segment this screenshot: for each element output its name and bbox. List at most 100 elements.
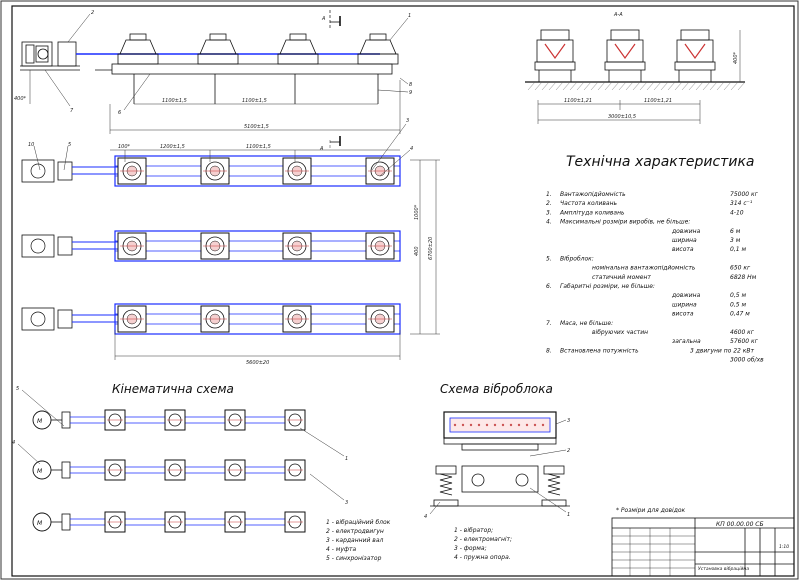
ground-hatch bbox=[632, 81, 641, 91]
spec-value: 650 кг bbox=[730, 265, 751, 272]
fill-dot bbox=[509, 423, 513, 427]
kin-row: M bbox=[32, 459, 306, 481]
ground-hatch bbox=[667, 81, 676, 91]
dim-plan-total: 5600±20 bbox=[246, 360, 269, 366]
ground-hatch bbox=[639, 81, 648, 91]
ground-hatch bbox=[576, 81, 585, 91]
kin-callout-4: 4 bbox=[12, 440, 15, 446]
callout-9: 9 bbox=[409, 90, 412, 96]
aa-unit-base bbox=[604, 61, 646, 71]
ground-hatch bbox=[590, 81, 599, 91]
spec-value: 3000 об/хв bbox=[730, 357, 764, 364]
ground-hatch bbox=[653, 81, 662, 91]
ground-hatch bbox=[541, 81, 550, 91]
aa-unit-mark bbox=[544, 43, 566, 60]
ground-hatch bbox=[534, 81, 543, 91]
ground-hatch bbox=[527, 81, 536, 91]
ground-hatch bbox=[548, 81, 557, 91]
fill-dot bbox=[533, 423, 537, 427]
callout-4-plan: 4 bbox=[410, 146, 413, 152]
dim-side-total: 6700±20 bbox=[428, 237, 434, 260]
kinematic-title: Кінематична схема bbox=[112, 382, 234, 396]
aa-unit-mark bbox=[684, 43, 706, 60]
spec-label: Віброблок: bbox=[560, 255, 594, 262]
spec-value: 0,47 м bbox=[730, 311, 750, 318]
aa-unit-base bbox=[534, 61, 576, 71]
callout-1-top: 1 bbox=[408, 13, 411, 19]
plan-row bbox=[21, 230, 401, 262]
spec-value: 6828 Нм bbox=[730, 274, 757, 281]
spec-value: 4-10 bbox=[730, 209, 744, 216]
aa-unit-top bbox=[540, 29, 570, 41]
title-block bbox=[611, 517, 795, 577]
spec-number: 7. bbox=[546, 320, 552, 327]
dim-plan-pitch-a: 1200±1,5 bbox=[160, 144, 185, 150]
motor-letter: M bbox=[37, 520, 43, 527]
fill-dot bbox=[525, 423, 529, 427]
dim-edge: 100* bbox=[118, 144, 131, 150]
ground-hatch bbox=[618, 81, 627, 91]
callout-10: 10 bbox=[28, 142, 34, 148]
spec-value: 3 двигуни по 22 кВт bbox=[690, 347, 755, 354]
fill-dot bbox=[501, 423, 505, 427]
ground-hatch bbox=[702, 81, 711, 91]
kin-callout-5: 5 bbox=[16, 386, 19, 392]
kin-legend-item: 3 - карданний вал bbox=[326, 537, 383, 544]
spec-number: 2. bbox=[546, 200, 552, 207]
dim-aa-total: 3000±10,5 bbox=[608, 114, 636, 120]
ground-hatch bbox=[583, 81, 592, 91]
dim-motor-h: 400* bbox=[14, 96, 27, 102]
vibro-callout-2: 2 bbox=[567, 448, 570, 454]
callout-3-plan: 3 bbox=[406, 118, 409, 124]
section-aa-label: A-A bbox=[613, 12, 623, 18]
spec-label: Габаритні розміри, не більше: bbox=[560, 283, 655, 290]
motor-letter: M bbox=[37, 418, 43, 425]
fill-dot bbox=[485, 423, 489, 427]
spec-label: Маса, не більше: bbox=[560, 320, 613, 327]
inner-frame bbox=[11, 5, 795, 577]
ground-hatch bbox=[611, 81, 620, 91]
spec-label: номінальна вантажопідйомність bbox=[592, 265, 696, 272]
ground-hatch bbox=[660, 81, 669, 91]
motor bbox=[21, 307, 55, 331]
spec-number: 5. bbox=[546, 255, 552, 262]
ground-hatch bbox=[555, 81, 564, 91]
spec-label: ширина bbox=[672, 301, 697, 308]
spec-value: 3 м bbox=[730, 237, 741, 244]
ground-hatch bbox=[695, 81, 704, 91]
ground-hatch bbox=[646, 81, 655, 91]
motor-letter: M bbox=[37, 468, 43, 475]
spec-label: довжина bbox=[671, 228, 701, 235]
ground-hatch bbox=[723, 81, 732, 91]
spec-label: Частота коливань bbox=[560, 200, 617, 207]
fill-dot bbox=[453, 423, 457, 427]
aa-unit-top bbox=[610, 29, 640, 41]
fill-dot bbox=[461, 423, 465, 427]
dim-pitch-left: 1100±1,5 bbox=[162, 98, 187, 104]
spec-label: статичний момент bbox=[592, 274, 651, 281]
sync-symbol bbox=[61, 513, 71, 531]
vibro-legend-item: 4 - пружна опора. bbox=[454, 554, 511, 561]
sync-symbol bbox=[61, 461, 71, 479]
spec-label: довжина bbox=[671, 292, 701, 299]
spec-label: Встановлена потужність bbox=[560, 347, 639, 354]
synchronizer bbox=[57, 309, 73, 329]
kin-legend-item: 2 - електродвигун bbox=[326, 528, 384, 535]
spec-label: Максимальні розміри виробів, не більше: bbox=[560, 219, 690, 226]
aa-unit-mark bbox=[614, 43, 636, 60]
plan-frame bbox=[114, 155, 401, 187]
motor bbox=[21, 159, 55, 183]
aa-unit-base bbox=[674, 61, 716, 71]
callout-8: 8 bbox=[409, 82, 412, 88]
title-scale: 1:10 bbox=[779, 544, 789, 550]
dimension-note: * Розміри для довідок bbox=[616, 507, 686, 514]
section-aa-units bbox=[534, 29, 716, 82]
spec-title: Технічна характеристика bbox=[566, 154, 754, 170]
ground-hatch bbox=[716, 81, 725, 91]
ground-hatch bbox=[737, 81, 746, 91]
vibro-legend-item: 1 - вібратор; bbox=[454, 527, 493, 534]
aa-unit bbox=[674, 29, 716, 82]
